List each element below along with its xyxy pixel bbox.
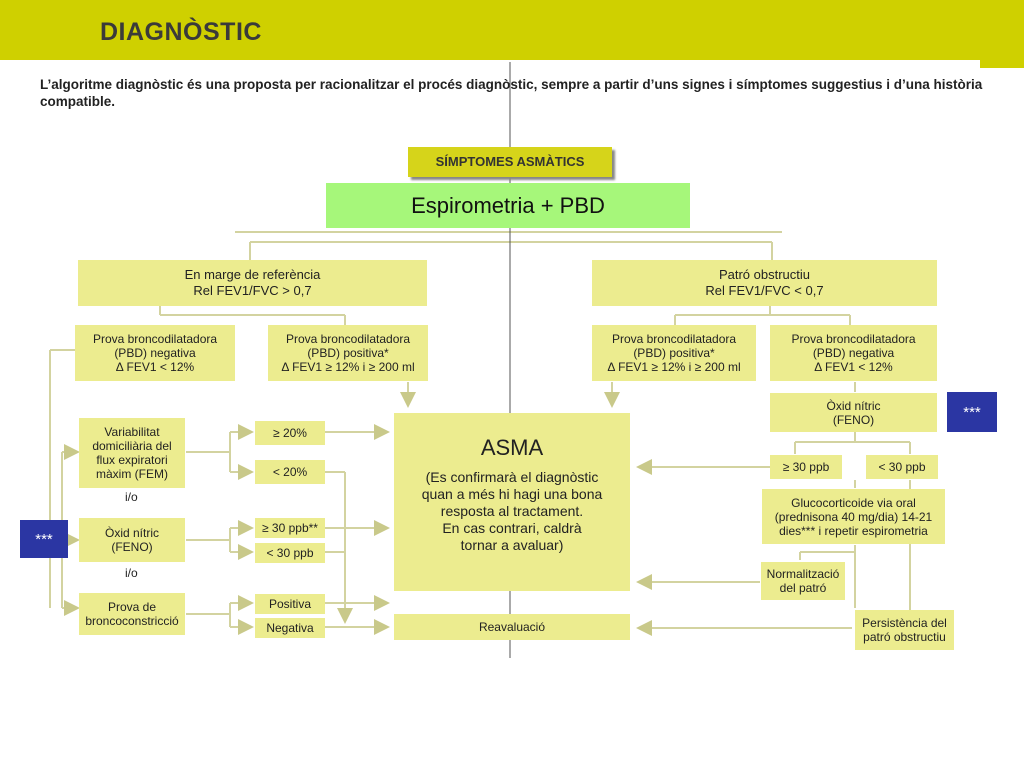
right-pbd-negative-line3: Δ FEV1 < 12% [814,360,893,374]
left-no-low-box: < 30 ppb [255,543,325,563]
obstructive-box: Patró obstructiu Rel FEV1/FVC < 0,7 [592,260,937,306]
reevaluation-box: Reavaluació [394,614,630,640]
fem-line2: domiciliària del [92,439,172,453]
left-pbd-negative-line2: (PBD) negativa [114,346,196,360]
header-tab [980,60,1024,68]
asma-text-line3: resposta al tractament. [440,503,584,519]
asma-text-line4: En cas contrari, caldrà [442,520,582,536]
left-no-line2: (FENO) [111,540,153,554]
normalization-box: Normalització del patró [761,562,845,600]
footnote-marker-right: *** [947,392,997,432]
bronco-positive-box: Positiva [255,594,325,614]
bronco-box: Prova de broncoconstricció [79,593,185,635]
right-pbd-negative-line1: Prova broncodilatadora [791,332,916,346]
left-no-high-box: ≥ 30 ppb** [255,518,325,538]
asma-text-line5: tornar a avaluar) [460,537,564,553]
normalization-line1: Normalització [766,567,840,581]
persistence-line1: Persistència del [862,616,947,630]
persistence-box: Persistència del patró obstructiu [855,610,954,650]
persistence-line2: patró obstructiu [863,630,946,644]
right-pbd-positive-line2: (PBD) positiva* [633,346,715,360]
glucocorticoid-line2: (prednisona 40 mg/dia) 14-21 [774,509,933,524]
and-or-label-1: i/o [125,490,138,504]
left-pbd-positive-line2: (PBD) positiva* [307,346,389,360]
fem-line3: flux expiratori [96,453,168,467]
fem-low-box: < 20% [255,460,325,484]
intro-text: L’algoritme diagnòstic és una proposta p… [40,77,983,109]
fem-box: Variabilitat domiciliària del flux expir… [79,418,185,488]
header-bar [0,0,1024,60]
glucocorticoid-box: Glucocorticoide via oral (prednisona 40 … [762,489,945,544]
bronco-line1: Prova de [107,600,157,614]
and-or-label-2: i/o [125,566,138,580]
page-title: DIAGNÒSTIC [100,18,262,46]
fem-line1: Variabilitat [104,425,160,439]
normalization-line2: del patró [779,581,827,595]
left-no-box: Òxid nítric (FENO) [79,518,185,562]
right-pbd-positive-line1: Prova broncodilatadora [611,332,737,346]
asma-title: ASMA [480,435,544,460]
right-no-line1: Òxid nítric [826,398,881,413]
right-pbd-positive-line3: Δ FEV1 ≥ 12% i ≥ 200 ml [607,360,741,374]
normal-range-box: En marge de referència Rel FEV1/FVC > 0,… [78,260,427,306]
fem-line4: màxim (FEM) [96,467,168,481]
left-pbd-negative-line3: Δ FEV1 < 12% [115,360,195,374]
right-pbd-positive-box: Prova broncodilatadora (PBD) positiva* Δ… [592,325,756,381]
right-no-high-box: ≥ 30 ppb [770,455,842,479]
footnote-marker-left: *** [20,520,68,558]
normal-range-ratio: Rel FEV1/FVC > 0,7 [193,283,312,298]
symptoms-box: SÍMPTOMES ASMÀTICS [408,147,612,177]
left-pbd-positive-line1: Prova broncodilatadora [285,332,411,346]
bronco-line2: broncoconstricció [85,614,179,628]
obstructive-title: Patró obstructiu [718,267,811,282]
right-pbd-negative-line2: (PBD) negativa [812,346,895,360]
normal-range-title: En marge de referència [184,267,321,282]
spirometry-box: Espirometria + PBD [326,183,690,228]
obstructive-ratio: Rel FEV1/FVC < 0,7 [705,283,824,298]
glucocorticoid-line3: dies*** i repetir espirometria [779,523,928,538]
left-no-line1: Òxid nítric [104,526,159,540]
right-no-box: Òxid nítric (FENO) [770,393,937,432]
left-pbd-negative-line1: Prova broncodilatadora [92,332,218,346]
asma-box: ASMA (Es confirmarà el diagnòstic quan a… [394,413,630,591]
glucocorticoid-line1: Glucocorticoide via oral [791,495,916,510]
left-pbd-positive-box: Prova broncodilatadora (PBD) positiva* Δ… [268,325,428,381]
asma-text-line2: quan a més hi hagi una bona [421,486,603,502]
left-pbd-negative-box: Prova broncodilatadora (PBD) negativa Δ … [75,325,235,381]
asma-text-line1: (Es confirmarà el diagnòstic [425,469,599,485]
right-pbd-negative-box: Prova broncodilatadora (PBD) negativa Δ … [770,325,937,381]
right-no-low-box: < 30 ppb [866,455,938,479]
right-no-line2: (FENO) [832,412,875,427]
left-pbd-positive-line3: Δ FEV1 ≥ 12% i ≥ 200 ml [281,360,415,374]
bronco-negative-box: Negativa [255,618,325,638]
fem-high-box: ≥ 20% [255,421,325,445]
